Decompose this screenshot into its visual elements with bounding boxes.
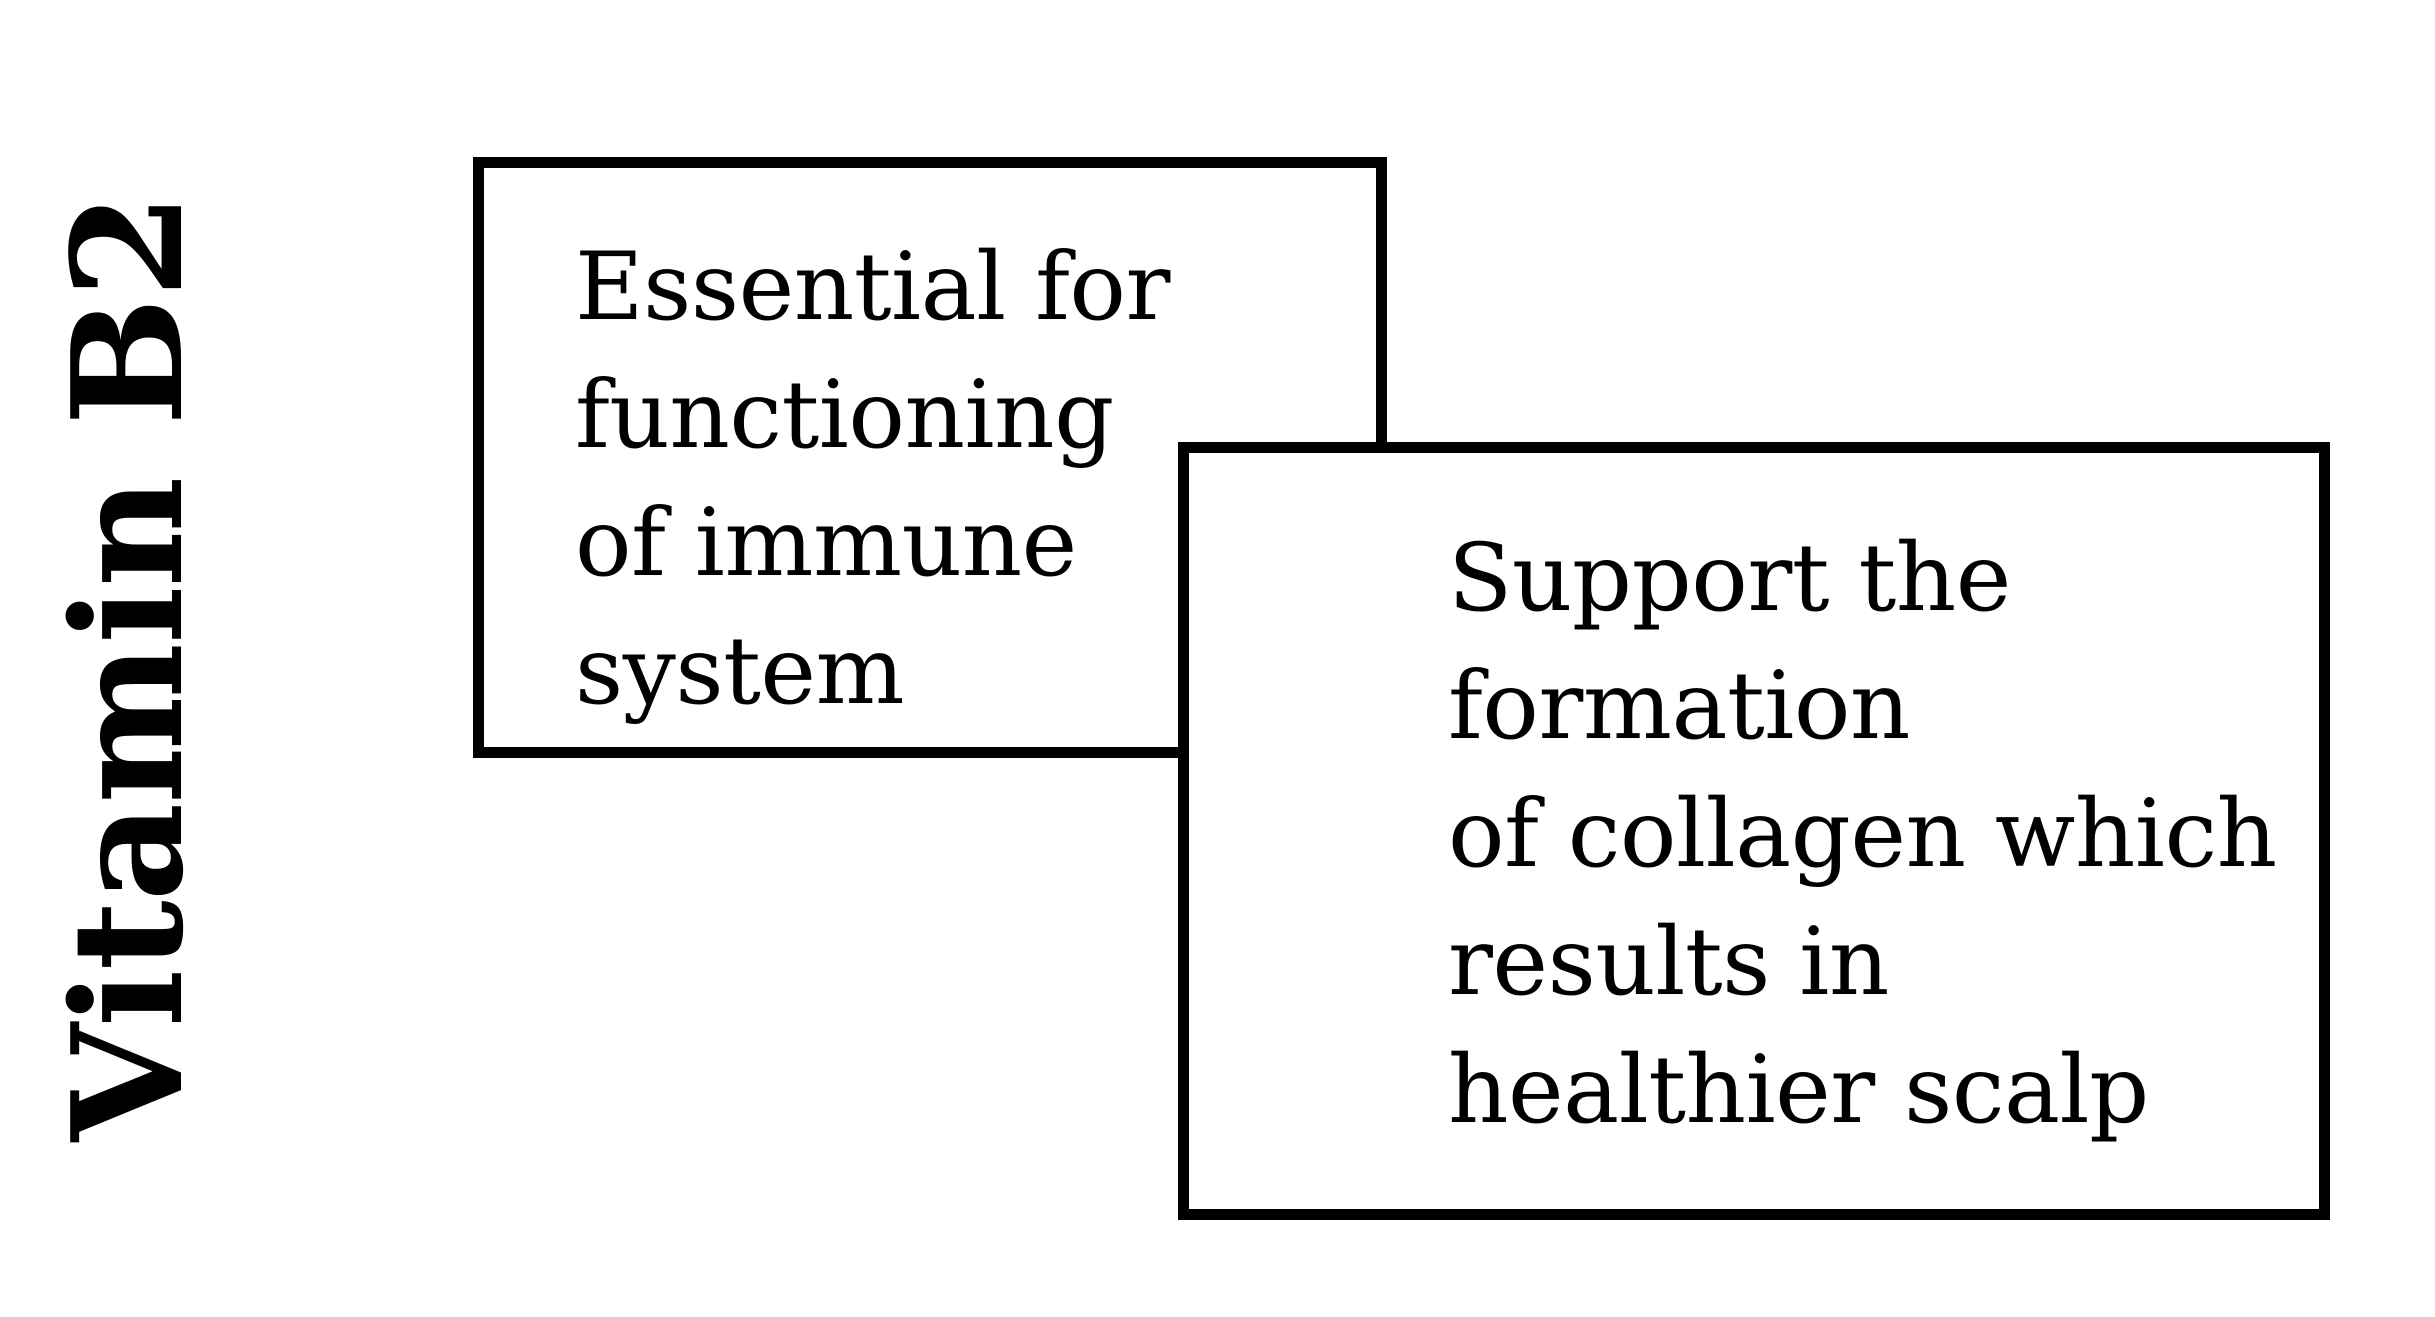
benefit-box-collagen-formation[interactable]: Support the formation of collagen which … [1178, 442, 2330, 1220]
benefit-text-collagen-formation: Support the formation of collagen which … [1448, 524, 2277, 1145]
benefit-text-immune-system: Essential for functioning of immune syst… [575, 233, 1170, 726]
vertical-title-vitamin-b2: Vitamin B2 [38, 193, 217, 1142]
vertical-title-container: Vitamin B2 [0, 0, 250, 1317]
